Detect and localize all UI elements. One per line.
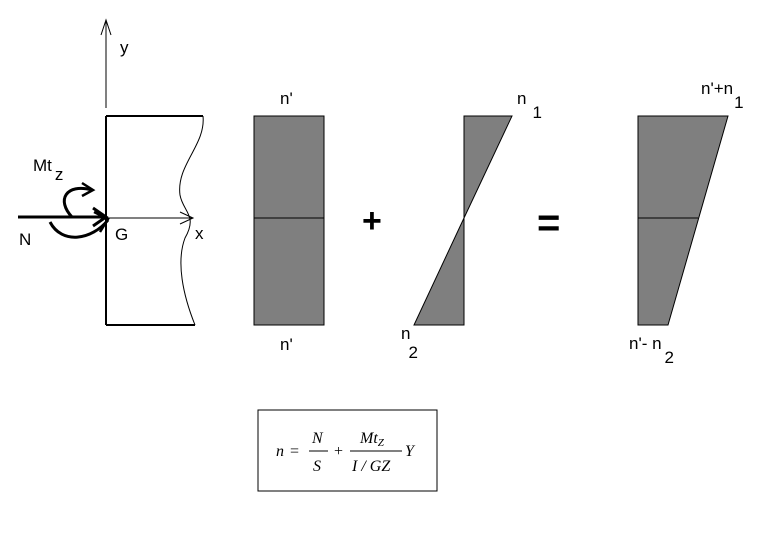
formula-term1-numerator: N [311,430,324,447]
x-axis-arrowhead [179,211,195,225]
formula-box: n = N S + MtZ I / GZ Y [257,409,438,492]
formula-frame [257,409,438,492]
combined-stress-trapezoid [637,115,729,326]
torque-arrow-upper-head [81,181,96,198]
combined-bottom-label: n'- n2 [629,334,674,367]
linear-top-label: n1 [517,89,542,122]
combined-top-label: n'+n1 [701,79,744,112]
formula-factor: Y [405,443,416,460]
y-axis-arrowhead [100,18,112,36]
formula-lhs: n [276,443,284,460]
normal-force-label: N [19,230,31,249]
section-break-line [179,115,204,326]
uniform-stress-rect [253,115,325,326]
linear-stress-upper-triangle [463,115,513,219]
combined-stress-block: n'+n1 n'- n2 [629,79,744,367]
x-axis-label: x [195,224,204,243]
y-axis-label: y [120,38,129,57]
formula-term2-numerator: MtZ [359,430,385,449]
linear-stress-lower-triangle [413,217,465,326]
torque-arrow-upper [62,187,93,219]
formula-term1-denominator: S [313,458,321,475]
formula-term2-denominator: I / GZ [351,458,391,475]
plus-operator: + [362,202,382,240]
uniform-top-label: n' [280,89,293,108]
centroid-label: G [115,225,128,244]
uniform-bottom-label: n' [280,335,293,354]
formula-equals: = [290,443,299,460]
formula-plus: + [334,443,343,460]
torque-arrow-lower-head [93,210,110,233]
uniform-stress-block: n' n' [253,89,325,354]
equals-operator: = [537,201,560,245]
